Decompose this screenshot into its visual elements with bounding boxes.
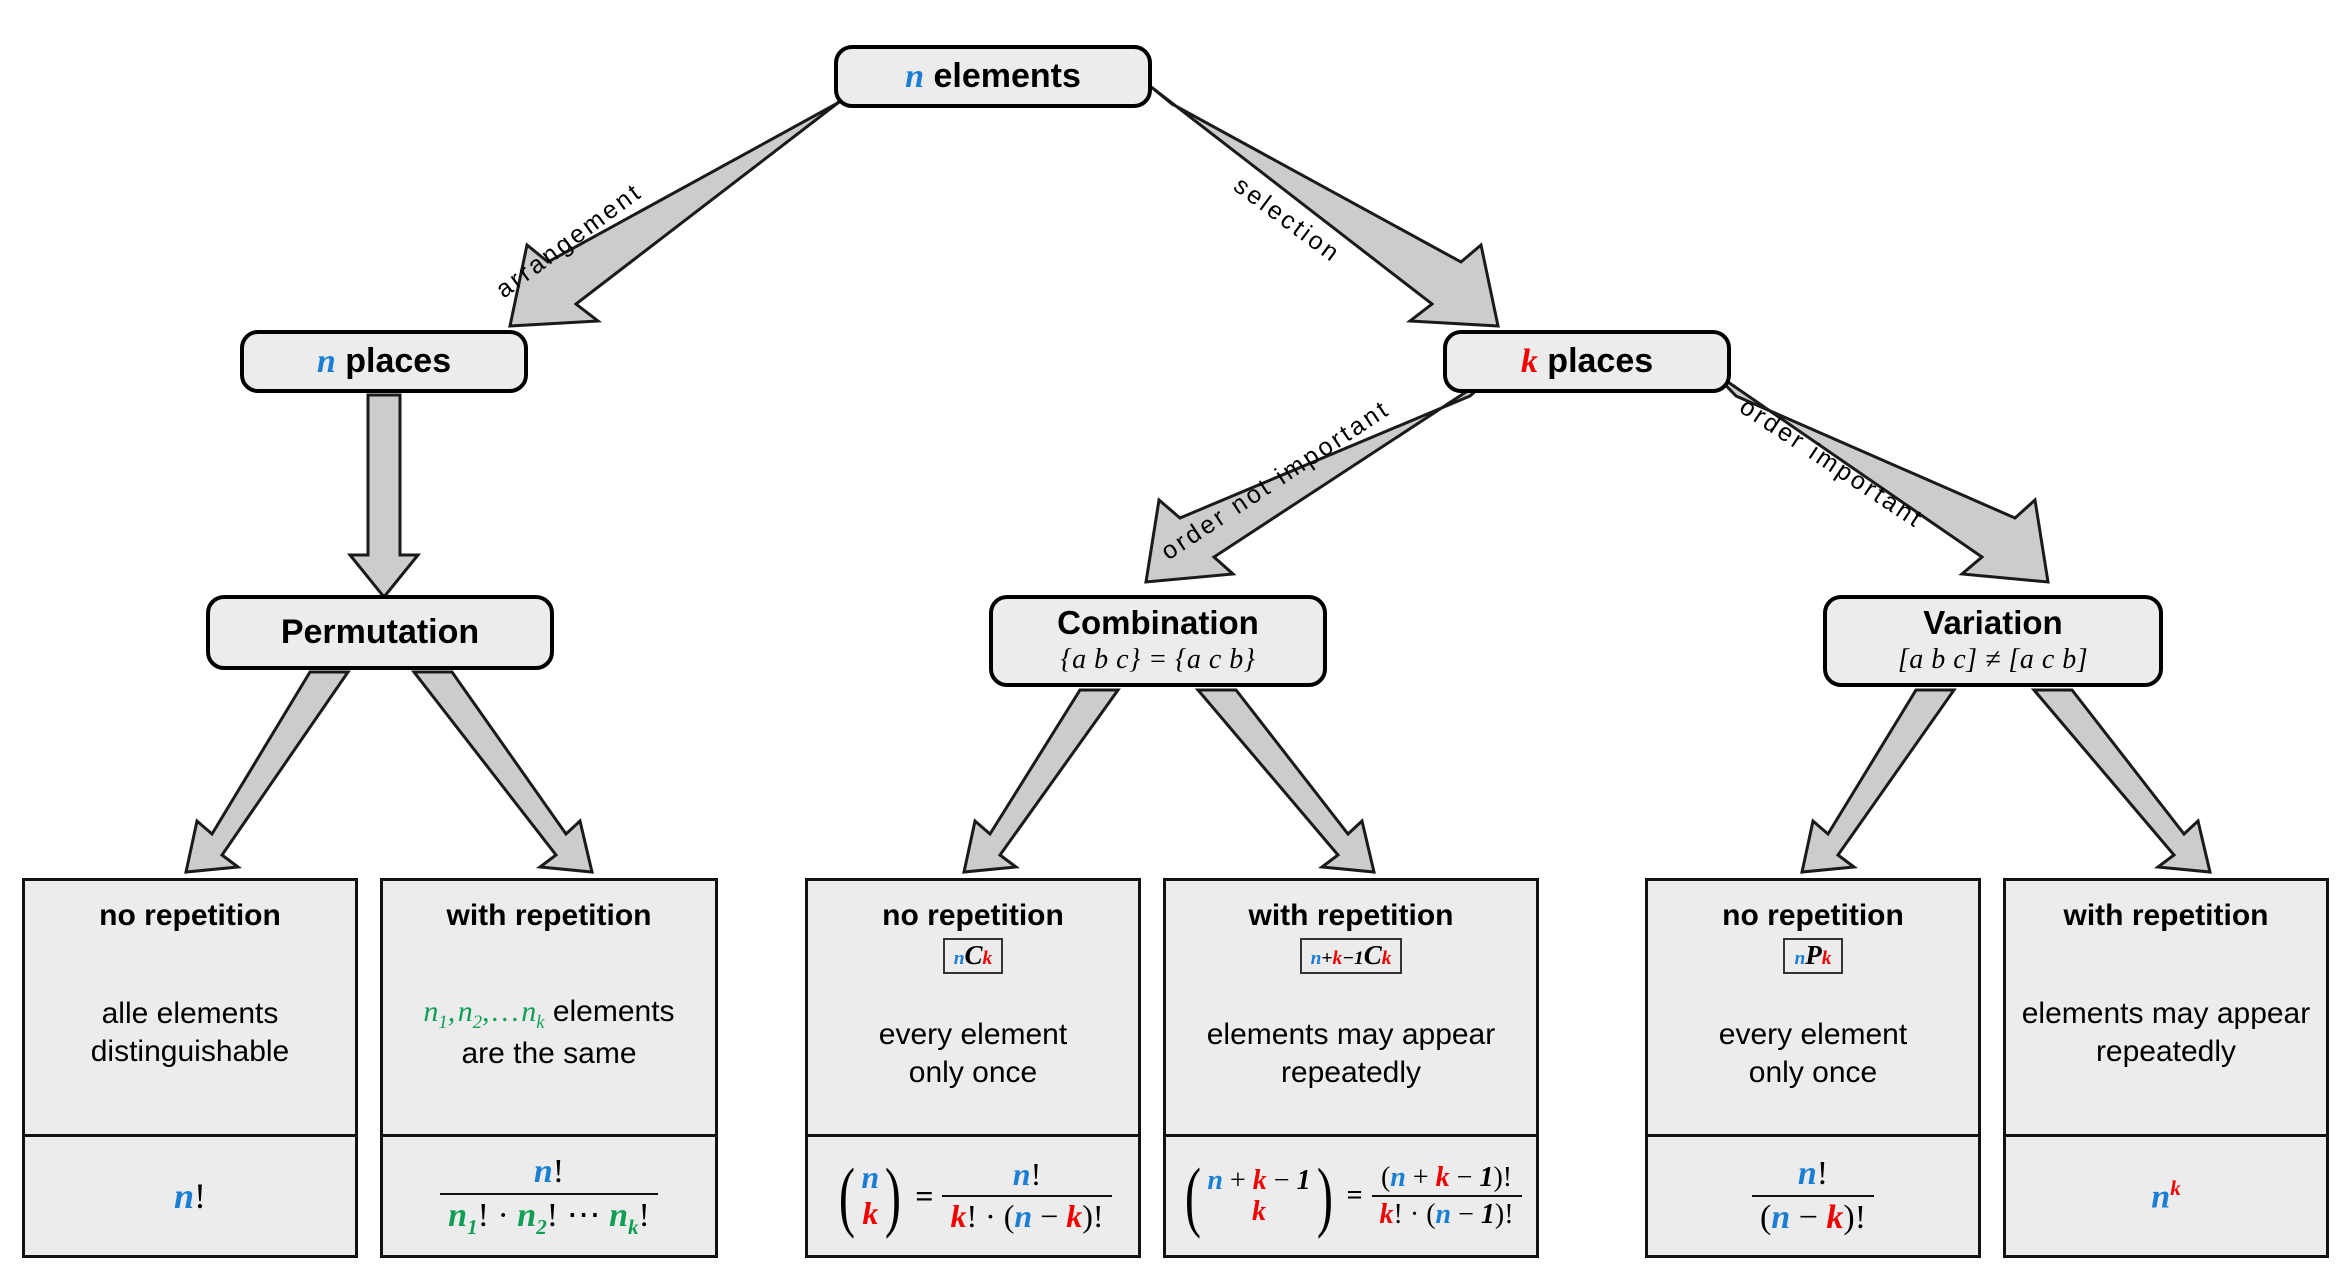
variable-n: n [905,57,925,95]
node-permutation-title: Permutation [280,612,480,651]
leaf-description: every element only once [1713,1016,1913,1093]
arrow-combination-left [962,688,1121,874]
leaf-formula: n! (n − k)! [1648,1134,1978,1255]
node-n-elements-label: elements [933,56,1081,95]
notation-nCk: nCk [942,938,1004,974]
leaf-description-line-1: elements may appear [1206,1017,1496,1051]
leaf-description-line-2: only once [1748,1056,1878,1089]
leaf-formula: n! [25,1134,355,1255]
leaf-header: with repetition [2063,899,2269,932]
node-k-places[interactable]: k places [1443,330,1731,393]
leaf-header: no repetition [99,899,281,932]
leaf-description-line-2: repeatedly [2095,1035,2237,1068]
node-variation[interactable]: Variation [a b c] ≠ [a c b] [1823,595,2163,687]
node-k-places-title: k places [1520,341,1654,380]
leaf-description-line-2: are the same [461,1036,637,1070]
variable-n: n [316,342,336,380]
node-variation-title: Variation [1923,603,2063,641]
leaf-combination-with-repetition[interactable]: with repetition n+k−1Ck elements may app… [1163,878,1539,1258]
node-combination[interactable]: Combination {a b c} = {a c b} [989,595,1327,687]
node-n-places-label: places [345,341,452,380]
arrow-permutation-left [184,670,351,874]
leaf-header: with repetition [446,899,652,932]
node-combination-title: Combination [1057,603,1259,641]
elements-word: elements [552,994,675,1028]
leaf-combination-no-repetition[interactable]: no repetition nCk every element only onc… [805,878,1141,1258]
arrow-order-not-important [1144,369,1499,584]
arrow-selection [1149,84,1500,328]
leaf-description: every element only once [873,1016,1073,1093]
leaf-description-line-1: every element [1718,1017,1908,1051]
leaf-description: alle elements distinguishable [85,995,295,1072]
leaf-description-line-1: elements may appear [2021,996,2311,1030]
leaf-header: no repetition [882,899,1064,932]
node-n-places[interactable]: n places [240,330,528,393]
leaf-description-line-1: every element [878,1017,1068,1051]
node-combination-example: {a b c} = {a c b} [1060,644,1256,676]
node-n-elements-title: n elements [905,56,1081,95]
leaf-formula: n! n1! · n2! ⋯ nk! [383,1134,715,1255]
arrow-arrangement [508,84,861,328]
leaf-variation-no-repetition[interactable]: no repetition nPk every element only onc… [1645,878,1981,1258]
leaf-description-line-2: distinguishable [90,1035,290,1068]
leaf-header: no repetition [1722,899,1904,932]
leaf-variation-with-repetition[interactable]: with repetition elements may appear repe… [2003,878,2329,1258]
leaf-description: elements may appear repeatedly [2016,995,2317,1072]
notation-npkm1Ck: n+k−1Ck [1299,938,1403,974]
variable-k: k [1520,342,1538,380]
leaf-description: elements may appear repeatedly [1201,1016,1502,1093]
arrow-permutation-right [410,670,594,874]
leaf-permutation-with-repetition[interactable]: with repetition n1, n2, … nk elements ar… [380,878,718,1258]
leaf-body: no repetition nPk every element only onc… [1648,881,1978,1134]
leaf-description-line-1: n1, n2, … nk elements [423,994,675,1033]
arrow-variation-left [1800,688,1957,874]
leaf-description-line-2: repeatedly [1280,1056,1422,1089]
arrow-n-places-permutation [346,393,422,600]
leaf-body: with repetition n1, n2, … nk elements ar… [383,881,715,1134]
leaf-formula: nk [2006,1134,2326,1255]
node-n-elements[interactable]: n elements [834,45,1152,108]
arrow-order-important [1710,369,2050,584]
leaf-description: n1, n2, … nk elements are the same [417,993,680,1073]
leaf-body: no repetition nCk every element only onc… [808,881,1138,1134]
node-n-places-title: n places [316,341,452,380]
arrow-combination-right [1194,688,1376,874]
notation-nPk: nPk [1783,938,1843,974]
node-permutation[interactable]: Permutation [206,595,554,670]
leaf-description-line-2: only once [908,1056,1038,1089]
leaf-description-line-1: alle elements [101,996,279,1030]
leaf-body: with repetition n+k−1Ck elements may app… [1166,881,1536,1134]
node-variation-example: [a b c] ≠ [a c b] [1897,644,2089,676]
leaf-header: with repetition [1248,899,1454,932]
leaf-body: with repetition elements may appear repe… [2006,881,2326,1134]
leaf-permutation-no-repetition[interactable]: no repetition alle elements distinguisha… [22,878,358,1258]
arrow-variation-right [2030,688,2212,874]
node-k-places-label: places [1547,341,1654,380]
leaf-body: no repetition alle elements distinguisha… [25,881,355,1134]
